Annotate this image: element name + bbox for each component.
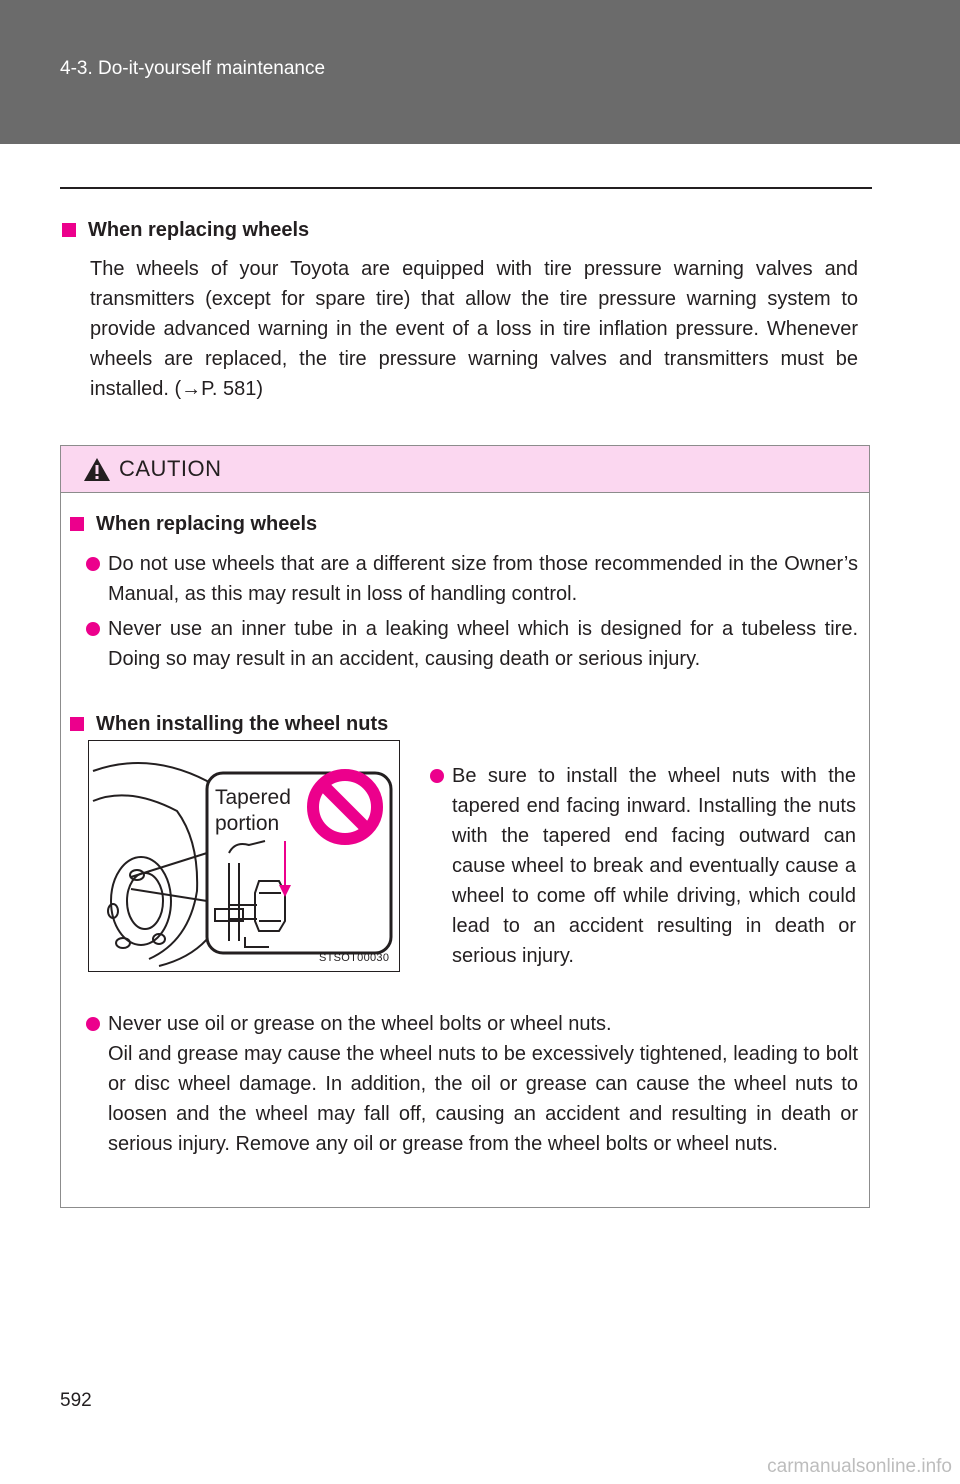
caution-bullet-tapered: Be sure to install the wheel nuts with t… [430,761,856,1001]
caution-bullet-innertube: Never use an inner tube in a leaking whe… [86,614,858,704]
caution-label: CAUTION [119,456,222,481]
intro-heading-text: When replacing wheels [88,219,310,241]
caution-bullet-oil-rest: Oil and grease may cause the wheel nuts … [108,1043,858,1155]
wheel-nut-illustration: Tapered portion STSOT00030 [88,740,400,972]
caution-bullet-innertube-text: Never use an inner tube in a leaking whe… [108,618,858,670]
round-bullet-icon [430,769,444,783]
intro-paragraph: The wheels of your Toyota are equipped w… [90,258,858,400]
square-bullet-icon [70,717,84,731]
round-bullet-icon [86,622,100,636]
caution-bullet-oil-text: Never use oil or grease on the wheel bol… [108,1009,858,1159]
caution-header: CAUTION [61,446,869,493]
caution-bullet-size: Do not use wheels that are a different s… [86,549,858,609]
divider-rule [60,187,872,189]
caution-bullet-oil: Never use oil or grease on the wheel bol… [86,1009,858,1189]
caution-box: CAUTION [60,445,870,1208]
wheel-nut-drawing [92,762,393,967]
round-bullet-icon [86,557,100,571]
round-bullet-icon [86,1017,100,1031]
warning-triangle-icon [84,458,110,481]
section-title: 4-3. Do-it-yourself maintenance [60,58,326,79]
page-number: 592 [60,1390,92,1411]
caution-heading-replacing-text: When replacing wheels [96,513,318,535]
square-bullet-icon [62,223,76,237]
watermark: carmanualsonline.info [767,1456,952,1477]
tapered-label-line1: Tapered [215,786,291,809]
caution-bullet-size-text: Do not use wheels that are a different s… [108,553,858,605]
figure-code: STSOT00030 [319,952,390,964]
tapered-label-line2: portion [215,812,280,835]
header-band: 4-3. Do-it-yourself maintenance [0,0,960,144]
tapered-portion-label: Tapered portion [215,785,291,837]
caution-bullet-oil-line1: Never use oil or grease on the wheel bol… [108,1013,612,1035]
caution-heading-nuts-text: When installing the wheel nuts [96,713,389,735]
square-bullet-icon [70,517,84,531]
caution-bullet-tapered-text: Be sure to install the wheel nuts with t… [452,765,856,967]
